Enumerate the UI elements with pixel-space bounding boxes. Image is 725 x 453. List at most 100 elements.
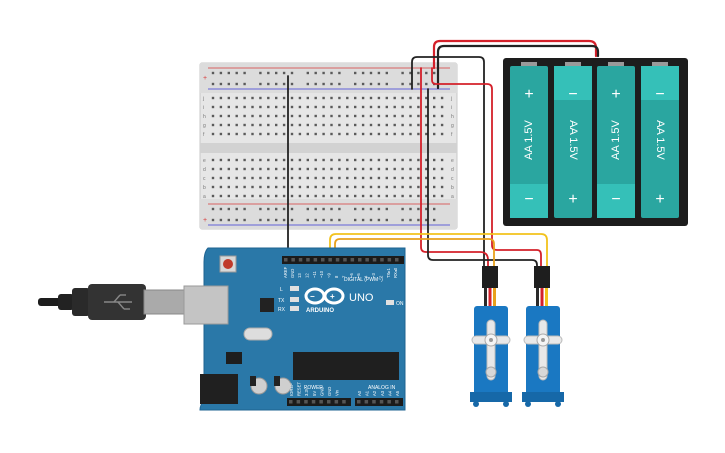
row-letter: j bbox=[202, 96, 204, 102]
svg-text:+: + bbox=[330, 292, 335, 301]
arduino-brand: ARDUINO bbox=[306, 308, 334, 314]
row-letter: c bbox=[451, 176, 454, 182]
row-letter: e bbox=[203, 158, 206, 164]
digital-pin-label: 13 bbox=[297, 273, 302, 278]
power-pin-label: GND bbox=[327, 387, 332, 396]
digital-header-label: DIGITAL (PWM~) bbox=[344, 277, 383, 283]
analog-pin-label: A2 bbox=[372, 390, 377, 396]
reset-button[interactable] bbox=[223, 259, 233, 269]
servo-motor bbox=[522, 266, 564, 407]
power-pin-label: IOREF bbox=[289, 383, 294, 396]
cell-terminal-label: − bbox=[655, 86, 664, 103]
row-letter: c bbox=[203, 176, 206, 182]
row-letter: f bbox=[451, 132, 453, 138]
wire-servo2-signal[interactable] bbox=[329, 233, 548, 269]
digital-pin-label: ~6 bbox=[349, 273, 354, 278]
cell-label: AA 1.5V bbox=[523, 119, 535, 159]
digital-pin-label: ~10 bbox=[319, 270, 324, 278]
row-letter: h bbox=[203, 114, 206, 120]
digital-pin-label: 7 bbox=[341, 275, 346, 278]
battery-cell: − + AA 1.5V bbox=[641, 62, 679, 218]
analog-pin-label: A4 bbox=[387, 390, 392, 396]
cell-label: AA 1.5V bbox=[567, 120, 579, 160]
cell-terminal-label: + bbox=[568, 191, 577, 208]
power-header bbox=[287, 398, 351, 406]
digital-pin-label: 12 bbox=[304, 273, 309, 278]
analog-pin-label: A1 bbox=[365, 390, 370, 396]
power-pin-label: RESET bbox=[297, 382, 302, 396]
row-letter: j bbox=[450, 96, 452, 102]
row-letter: d bbox=[451, 167, 454, 173]
pin-label-gnd: GND bbox=[290, 269, 295, 278]
led-label-tx: TX bbox=[278, 298, 285, 304]
wire-servo1-signal[interactable] bbox=[334, 238, 495, 269]
row-letter: g bbox=[203, 123, 206, 129]
power-pin-label: 5V bbox=[312, 391, 317, 396]
servos bbox=[470, 266, 564, 407]
wire-servo1-gnd[interactable] bbox=[411, 56, 485, 269]
row-letter: i bbox=[203, 105, 204, 111]
digital-pin-label: TX▸1 bbox=[386, 268, 391, 278]
led-label-l: L bbox=[280, 287, 283, 293]
usb-icon bbox=[104, 294, 132, 310]
cell-label: AA 1.5V bbox=[610, 119, 622, 159]
atmega-chip bbox=[293, 352, 399, 380]
row-letter: i bbox=[451, 105, 452, 111]
usb-port bbox=[183, 285, 229, 325]
analog-pin-label: A3 bbox=[380, 390, 385, 396]
led-label-rx: RX bbox=[278, 307, 286, 313]
row-letter: d bbox=[203, 167, 206, 173]
digital-pin-label: ~9 bbox=[327, 273, 332, 278]
pin-label-aref: AREF bbox=[283, 266, 288, 278]
rail-plus-label: + bbox=[203, 75, 207, 82]
row-letter: e bbox=[451, 158, 454, 164]
analog-pin-label: A5 bbox=[395, 390, 400, 396]
digital-pin-label: RX◂0 bbox=[393, 267, 398, 278]
wires bbox=[287, 39, 600, 269]
battery-cell: +−AA 1.5V bbox=[510, 62, 548, 218]
digital-pin-label: ~5 bbox=[356, 273, 361, 278]
cell-terminal-label: − bbox=[524, 191, 533, 208]
digital-pin-label: 8 bbox=[334, 275, 339, 278]
row-letter: b bbox=[451, 185, 454, 191]
analog-header-label: ANALOG IN bbox=[368, 385, 396, 391]
power-pin-label: GND bbox=[319, 387, 324, 396]
power-pin-label: Vin bbox=[335, 389, 340, 396]
battery-cell: −+AA 1.5V bbox=[554, 62, 592, 218]
row-letter: a bbox=[451, 194, 454, 200]
on-label: ON bbox=[396, 301, 404, 307]
rail-plus-label-bottom: + bbox=[203, 217, 207, 224]
row-letter: b bbox=[203, 185, 206, 191]
analog-pin-label: A0 bbox=[357, 390, 362, 396]
power-pin-label: 3.3V bbox=[304, 387, 309, 396]
servo-motor bbox=[470, 266, 512, 407]
power-header-label: POWER bbox=[304, 385, 323, 391]
row-letter: g bbox=[451, 123, 454, 129]
wire-servo2-gnd[interactable] bbox=[427, 88, 538, 269]
cell-label: AA 1.5V bbox=[654, 120, 666, 160]
wire-servo1-power[interactable] bbox=[420, 67, 489, 269]
breadboard-holes bbox=[211, 71, 444, 222]
row-letter: h bbox=[451, 114, 454, 120]
digital-pin-label: ~11 bbox=[312, 271, 317, 278]
power-jack bbox=[200, 374, 238, 404]
digital-header bbox=[282, 256, 404, 264]
wire-battery-negative[interactable] bbox=[436, 44, 600, 90]
row-letter: f bbox=[203, 132, 205, 138]
arduino-uno: L TX RX ON − + ARDUINO UNO DIGITAL (PWM~… bbox=[183, 247, 406, 411]
wire-servo2-power[interactable] bbox=[431, 67, 542, 269]
crystal bbox=[243, 327, 273, 341]
cell-terminal-label: + bbox=[655, 191, 664, 208]
wire-battery-positive[interactable] bbox=[432, 39, 598, 70]
battery-cell: +−AA 1.5V bbox=[597, 62, 635, 218]
analog-header bbox=[355, 398, 403, 406]
digital-pin-label: ~3 bbox=[371, 273, 376, 278]
digital-pin-label: 4 bbox=[364, 275, 369, 278]
row-letter: a bbox=[203, 194, 206, 200]
arduino-model: UNO bbox=[349, 292, 374, 304]
arduino-logo-icon bbox=[304, 287, 345, 305]
digital-pin-label: 2 bbox=[378, 275, 383, 278]
battery-pack: +−AA 1.5V−+AA 1.5V+−AA 1.5V−+AA 1.5V bbox=[503, 58, 688, 226]
